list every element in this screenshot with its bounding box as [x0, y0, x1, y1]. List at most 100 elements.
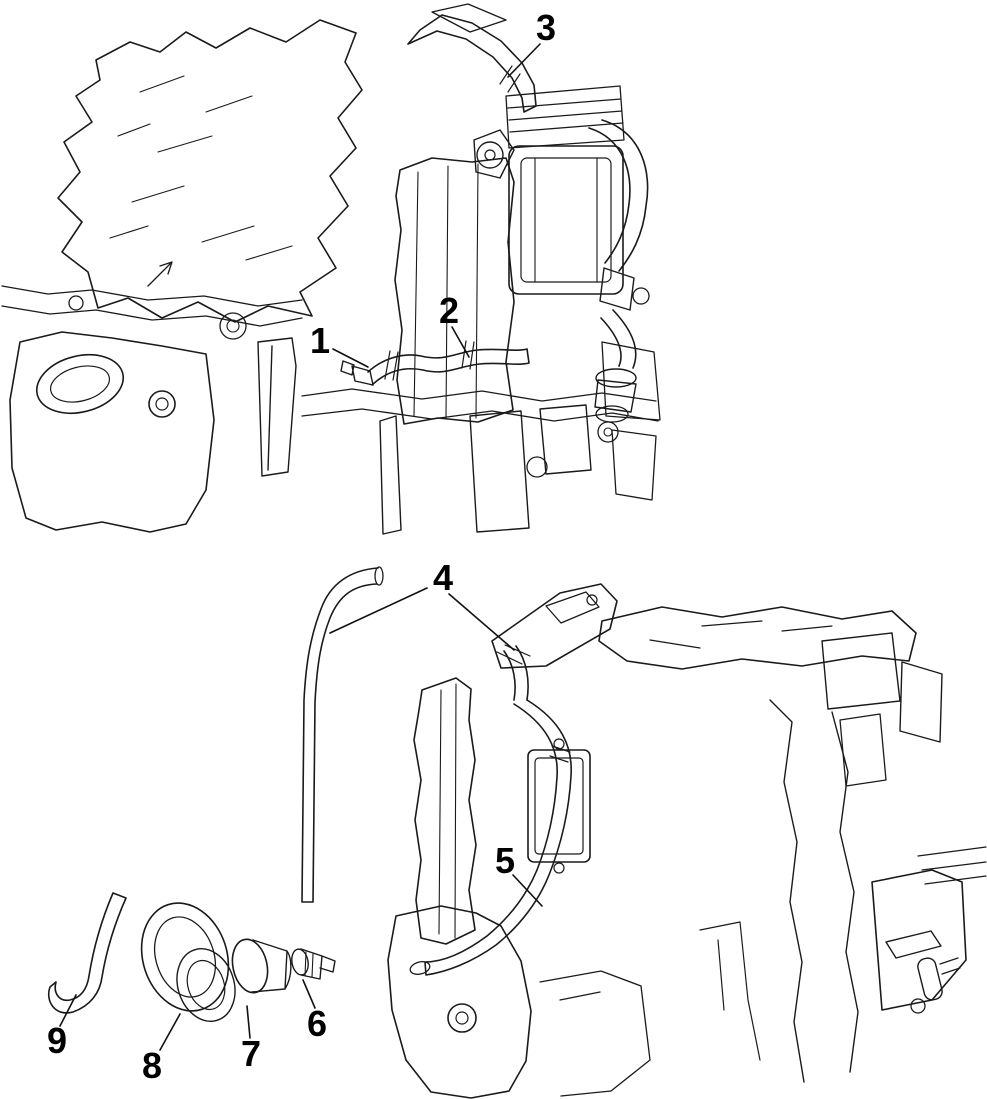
- callout-1: 1: [310, 320, 330, 361]
- cooler-bracket: [473, 129, 515, 179]
- cowl-seam-band: [1, 285, 303, 327]
- fitting-item-6-face: [291, 948, 309, 976]
- flywheel-ring: [219, 312, 247, 340]
- callout-6: 6: [307, 1003, 327, 1044]
- engine-arrow-mark: [147, 261, 173, 287]
- view-powerhead-top: [1, 3, 661, 535]
- fitting-item-6-hex-lines: [304, 951, 314, 978]
- hose-1-fitting: [340, 360, 374, 386]
- grommet-item-8-inner: [153, 916, 217, 998]
- intake-silencer-panel: [545, 591, 600, 624]
- clamp-screw-arm: [885, 930, 942, 959]
- hose-5-opening: [409, 961, 431, 975]
- cowl-bolt: [68, 295, 84, 311]
- leader-line-4b: [448, 593, 515, 651]
- cooler-outlet-hose: [588, 119, 649, 272]
- callout-5: 5: [495, 840, 515, 881]
- callout-3: 3: [536, 7, 556, 48]
- flywheel-ring-inner: [226, 319, 240, 333]
- fitting-bolt: [632, 287, 650, 305]
- fuel-hose-lower: [600, 309, 637, 369]
- midsection-right-struts: [769, 699, 859, 1083]
- fuel-cooler-core-lines: [534, 157, 598, 283]
- leader-line-9: [59, 994, 77, 1027]
- head-cover-ribs: [413, 163, 479, 419]
- engine-block-detail-lines: [109, 75, 293, 261]
- fuel-cooler-2-core: [534, 757, 584, 855]
- hose-item-9: [48, 892, 127, 1014]
- transom-bracket: [871, 869, 967, 1011]
- connector-body: [594, 379, 637, 413]
- midsection-lines: [301, 388, 659, 422]
- mount-slat: [257, 337, 297, 477]
- cooler-bracket-eye: [476, 141, 504, 169]
- leader-line-2: [451, 326, 470, 358]
- connector-washer-inner: [603, 427, 613, 437]
- fuel-cooler-2-bolt-bottom: [553, 862, 565, 874]
- cowling-detail-lines: [649, 620, 833, 649]
- leader-line-6: [302, 979, 316, 1009]
- cylinder-block: [413, 677, 477, 945]
- bracket-hub: [148, 390, 176, 418]
- callout-9: 9: [47, 1020, 67, 1061]
- cooler-fins: [505, 85, 625, 149]
- leader-line-4a: [329, 587, 428, 634]
- clamp-screw-knob: [910, 998, 926, 1014]
- callout-labels: 1 2 3 4 5 6 7 8 9: [47, 7, 556, 1086]
- connector-base: [595, 405, 629, 423]
- callout-7: 7: [241, 1033, 261, 1074]
- intake-detail-lines: [496, 644, 531, 665]
- stern-bracket: [9, 331, 215, 533]
- connector-washer: [597, 421, 619, 443]
- cowling-outline: [598, 606, 917, 670]
- adapter-panels: [379, 404, 592, 535]
- adapter-hole: [526, 456, 548, 478]
- fuel-cooler-2-bolt-top: [553, 738, 565, 750]
- swivel-bracket-right: [539, 970, 651, 1097]
- connector-item-7-body: [251, 939, 292, 993]
- swivel-bracket-hole-inner: [455, 1011, 469, 1025]
- hose-item-3: [407, 14, 537, 113]
- hose-item-4: [301, 567, 379, 903]
- intake-silencer: [491, 583, 618, 669]
- cooler-bracket-eye-inner: [484, 149, 496, 161]
- connector-top: [595, 368, 637, 388]
- cylinder-head-cover: [394, 157, 515, 425]
- hose-4-installed: [503, 645, 529, 701]
- swivel-bracket: [387, 905, 532, 1099]
- leader-line-7: [246, 1005, 251, 1039]
- callout-2: 2: [439, 290, 459, 331]
- callout-4: 4: [433, 557, 453, 598]
- cylinder-block-ribs: [438, 683, 457, 939]
- right-stripes: [917, 846, 987, 885]
- bracket-hub-inner: [155, 397, 169, 411]
- bracket-slot-inner: [50, 365, 110, 403]
- hose-item-1-2: [367, 348, 530, 386]
- view-midsection-bottom: [48, 566, 987, 1099]
- fuel-cooler-body: [508, 145, 624, 295]
- cowl-lower-panel: [839, 713, 887, 787]
- callout-8: 8: [142, 1045, 162, 1086]
- leader-line-5: [512, 874, 543, 907]
- leader-line-3: [507, 43, 541, 78]
- lower-unit-lines: [699, 921, 761, 1061]
- hose-item-5: [424, 699, 572, 976]
- swivel-bracket-hole: [447, 1003, 477, 1033]
- fuel-fitting-upper: [599, 267, 635, 311]
- leader-lines: [59, 43, 543, 1051]
- leader-line-8: [159, 1013, 181, 1051]
- right-panel: [601, 341, 661, 501]
- fuel-cooler-core: [520, 157, 612, 283]
- top-bracket: [431, 3, 507, 33]
- grommet-item-8-ring2-inner: [186, 959, 226, 1011]
- grommet-item-8-ring2: [176, 948, 236, 1022]
- bracket-slot: [35, 354, 125, 414]
- engine-block-outline: [57, 19, 363, 323]
- leader-line-1: [332, 348, 369, 368]
- clamp-screw-threads: [939, 957, 961, 975]
- clamp-screw-barrel: [917, 957, 943, 1001]
- intake-bolt: [586, 594, 598, 606]
- cowl-side-panels: [821, 632, 943, 743]
